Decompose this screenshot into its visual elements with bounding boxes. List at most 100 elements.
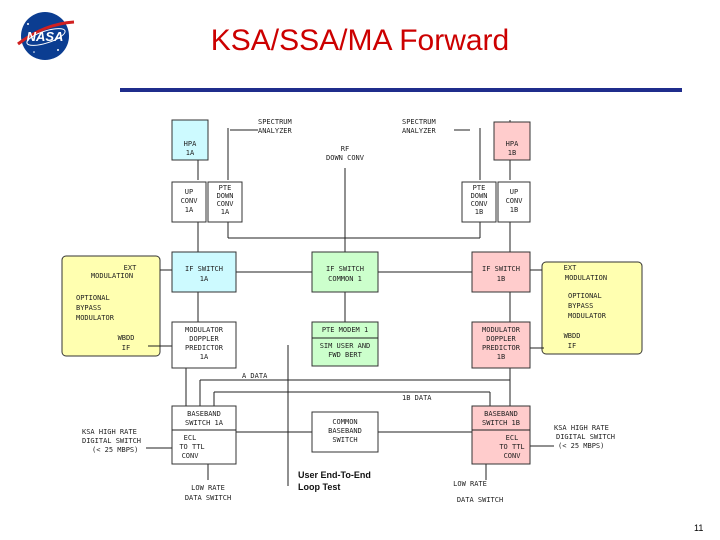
pte-modem-line-1: PTE MODEM 1 xyxy=(322,326,368,334)
baseband-1a-line-1: BASEBAND xyxy=(187,410,221,418)
pte-down-conv-1b-line-2: DOWN xyxy=(471,192,488,200)
optional-left-line-2: BYPASS xyxy=(76,304,101,312)
low-rate-left-line-2: DATA SWITCH xyxy=(185,494,231,502)
optional-right-line-3: MODULATOR xyxy=(568,312,607,320)
if-switch-1a-line-1: IF SWITCH xyxy=(185,265,223,273)
pte-modem-box xyxy=(311,321,379,367)
hpa-1b-box xyxy=(493,121,531,161)
hpa-1b-line-2: 1B xyxy=(508,149,516,157)
right-external-panel xyxy=(541,261,643,355)
low-rate-right-line-2: DATA SWITCH xyxy=(457,496,503,504)
low-rate-right-line-1: LOW RATE xyxy=(453,480,487,488)
low-rate-left-line-1: LOW RATE xyxy=(191,484,225,492)
nasa-logo: NASA xyxy=(14,10,76,62)
pte-down-conv-1a-line-1: PTE xyxy=(219,184,232,192)
modulator-1a-box xyxy=(171,321,237,369)
left-external-panel xyxy=(61,255,161,357)
if-switch-1a-line-2: 1A xyxy=(200,275,209,283)
up-conv-1b-box xyxy=(497,181,531,223)
modulator-1a-line-2: DOPPLER xyxy=(189,335,219,343)
common-baseband-box xyxy=(311,411,379,453)
modulator-1a-line-3: PREDICTOR xyxy=(185,344,224,352)
hpa-1a-line-2: 1A xyxy=(186,149,195,157)
ksa-left-line-2: DIGITAL SWITCH xyxy=(82,437,141,445)
ecl-1b-line-1: ECL xyxy=(506,434,519,442)
modulator-1a-line-1: MODULATOR xyxy=(185,326,224,334)
pte-down-conv-1a-box xyxy=(207,181,243,223)
baseband-1b-line-2: SWITCH 1B xyxy=(482,419,520,427)
loop-test-line-2: Loop Test xyxy=(298,482,340,492)
spectrum-right-line-1: SPECTRUM xyxy=(402,118,436,126)
modulator-1b-line-1: MODULATOR xyxy=(482,326,521,334)
optional-left-line-3: MODULATOR xyxy=(76,314,115,322)
ecl-1a-line-3: CONV xyxy=(182,452,200,460)
wbdd-right-line-1: WBDD xyxy=(564,332,581,340)
hpa-1b-line-1: HPA xyxy=(506,140,519,148)
modulator-1b-box xyxy=(471,321,531,369)
ecl-1a-line-2: TO TTL xyxy=(179,443,204,451)
up-conv-1a-line-1: UP xyxy=(185,188,193,196)
pte-down-conv-1b-box xyxy=(461,181,497,223)
pte-down-conv-1b-line-3: CONV xyxy=(471,200,489,208)
modulator-1b-line-4: 1B xyxy=(497,353,505,361)
up-conv-1b-line-1: UP xyxy=(510,188,518,196)
baseband-1a-line-2: SWITCH 1A xyxy=(185,419,224,427)
page-number: 11 xyxy=(694,523,704,533)
baseband-1b-line-1: BASEBAND xyxy=(484,410,518,418)
connection-lines xyxy=(146,120,554,486)
loop-test-line-1: User End-To-End xyxy=(298,470,371,480)
rf-down-conv-line-1: RF xyxy=(341,145,349,153)
modulator-1b-line-2: DOPPLER xyxy=(486,335,516,343)
up-conv-1a-line-3: 1A xyxy=(185,206,194,214)
common-baseband-line-3: SWITCH xyxy=(332,436,357,444)
ext-mod-left-line-1: EXT xyxy=(124,264,137,272)
ksa-left-line-1: KSA HIGH RATE xyxy=(82,428,137,436)
ecl-1b-line-3: CONV xyxy=(504,452,522,460)
if-switch-1b-line-1: IF SWITCH xyxy=(482,265,520,273)
rf-down-conv-line-2: DOWN CONV xyxy=(326,154,365,162)
logo-text: NASA xyxy=(27,29,64,44)
common-baseband-line-2: BASEBAND xyxy=(328,427,362,435)
if-switch-1b-box xyxy=(471,251,531,293)
wbdd-left-line-2: IF xyxy=(122,344,130,352)
up-conv-1a-line-2: CONV xyxy=(181,197,199,205)
common-baseband-line-1: COMMON xyxy=(332,418,357,426)
hpa-1a-line-1: HPA xyxy=(184,140,197,148)
b-data-label: 1B DATA xyxy=(402,394,432,402)
spectrum-right-line-2: ANALYZER xyxy=(402,127,437,135)
wbdd-right-line-2: IF xyxy=(568,342,576,350)
pte-down-conv-1b-line-1: PTE xyxy=(473,184,486,192)
spectrum-left-line-1: SPECTRUM xyxy=(258,118,292,126)
baseband-1a-box xyxy=(171,405,237,465)
if-switch-1a-box xyxy=(171,251,237,293)
pte-modem-line-3: FWD BERT xyxy=(328,351,363,359)
ext-mod-right-line-1: EXT xyxy=(564,264,577,272)
if-switch-common-line-1: IF SWITCH xyxy=(326,265,364,273)
a-data-label: A DATA xyxy=(242,372,268,380)
modulator-1a-line-4: 1A xyxy=(200,353,209,361)
hpa-1a-box xyxy=(171,119,209,161)
baseband-1b-box xyxy=(471,405,531,465)
spectrum-left-line-2: ANALYZER xyxy=(258,127,293,135)
if-switch-common-line-2: COMMON 1 xyxy=(328,275,362,283)
up-conv-1a-box xyxy=(171,181,207,223)
optional-right-line-1: OPTIONAL xyxy=(568,292,602,300)
ext-mod-right-line-2: MODULATION xyxy=(565,274,607,282)
optional-left-line-1: OPTIONAL xyxy=(76,294,110,302)
wbdd-left-line-1: WBDD xyxy=(118,334,135,342)
ksa-left-line-3: (< 25 MBPS) xyxy=(92,446,138,454)
title-rule xyxy=(120,88,682,92)
pte-down-conv-1a-line-2: DOWN xyxy=(217,192,234,200)
ksa-right-line-2: DIGITAL SWITCH xyxy=(556,433,615,441)
if-switch-common-box xyxy=(311,251,379,293)
ksa-right-line-1: KSA HIGH RATE xyxy=(554,424,609,432)
if-switch-1b-line-2: 1B xyxy=(497,275,505,283)
pte-modem-line-2: SIM USER AND xyxy=(320,342,371,350)
optional-right-line-2: BYPASS xyxy=(568,302,593,310)
modulator-1b-line-3: PREDICTOR xyxy=(482,344,521,352)
pte-down-conv-1b-line-4: 1B xyxy=(475,208,483,216)
pte-down-conv-1a-line-4: 1A xyxy=(221,208,230,216)
ecl-1a-line-1: ECL xyxy=(184,434,197,442)
ksa-right-line-3: (< 25 MBPS) xyxy=(558,442,604,450)
